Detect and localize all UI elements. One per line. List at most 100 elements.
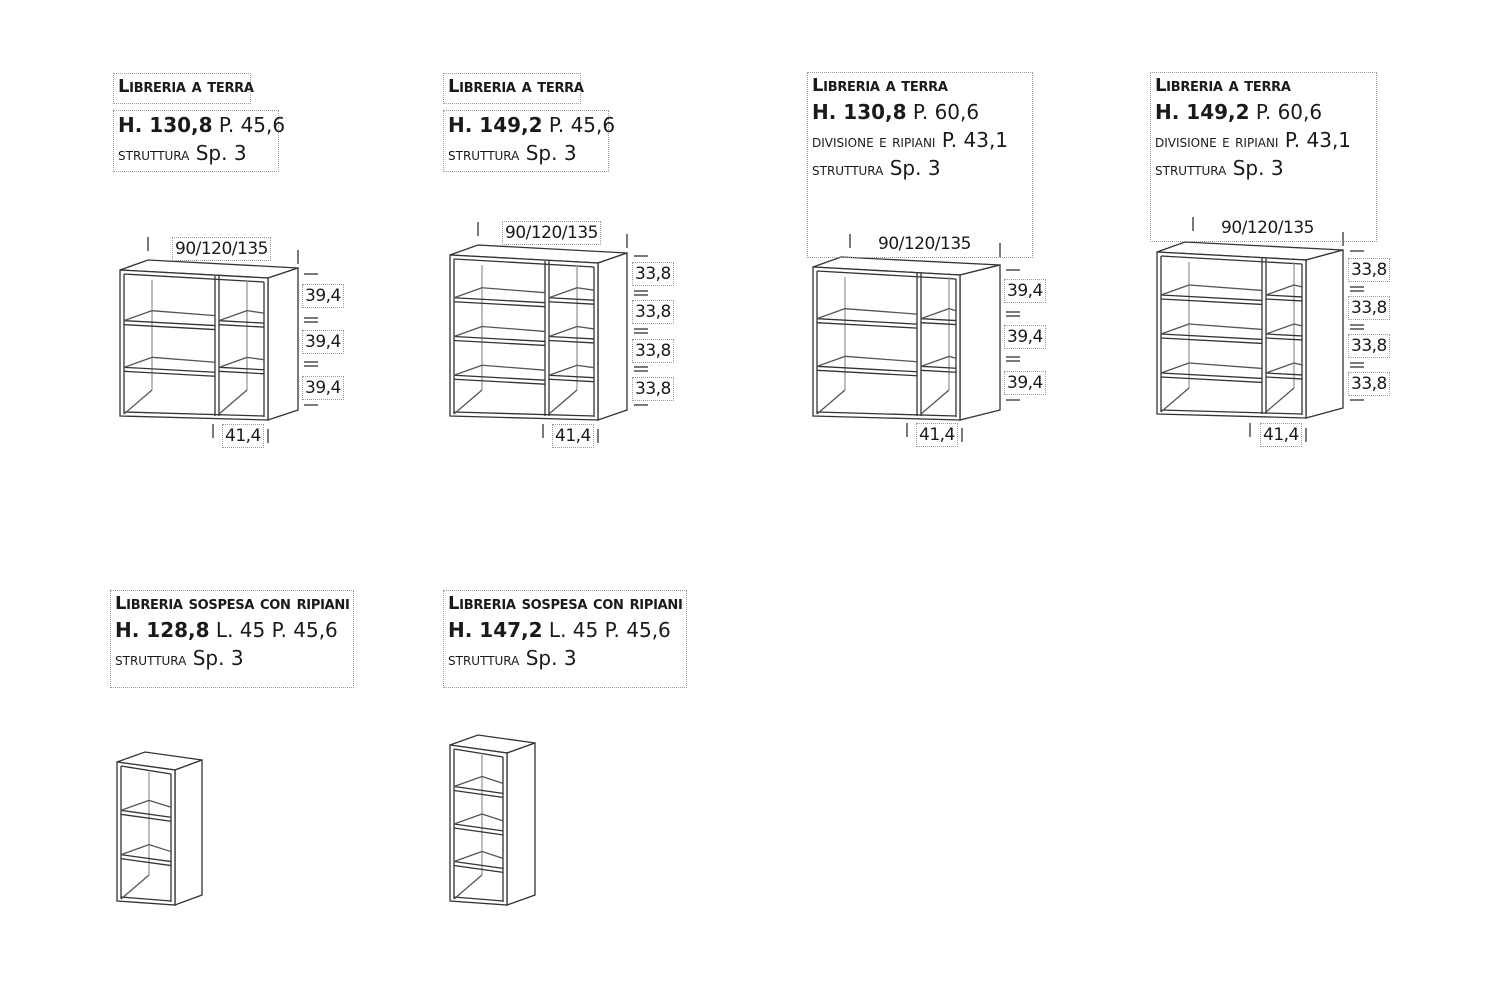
spec-label: struttura (448, 145, 520, 165)
shelf-front (120, 809, 172, 818)
shelf-back (1188, 323, 1263, 331)
product-title: Libreria a terra (448, 76, 584, 97)
product-5-spec-box: Libreria sospesa con ripiani H. 128,8 L.… (110, 590, 354, 688)
shelf-back (948, 308, 957, 312)
shelf-front (816, 365, 918, 373)
shelf-front (1265, 372, 1303, 376)
shelf-front (453, 339, 546, 347)
shelf-top (1160, 323, 1190, 335)
shelf-front (218, 320, 265, 324)
floor-edge (453, 874, 483, 900)
shelf-front (123, 324, 216, 331)
floor-edge (218, 389, 248, 415)
shelf-height: 39,4 (1004, 279, 1046, 303)
depth-dimension: 41,4 (1260, 423, 1302, 447)
shelf-back (246, 356, 265, 361)
height-spec: H. 147,2 (448, 618, 543, 642)
shelf-front (548, 297, 595, 301)
cabinet-front (116, 761, 176, 906)
cabinet-front (119, 269, 269, 421)
cabinet-inner-edge (453, 258, 595, 268)
shelf-front (123, 370, 216, 377)
shelf-front (453, 823, 504, 832)
shelf-top (816, 355, 846, 367)
shelf-front (920, 365, 957, 369)
shelf-back (576, 364, 595, 369)
shelf-top (453, 364, 483, 376)
shelf-top (920, 308, 950, 320)
spec-value: Sp. 3 (192, 646, 244, 670)
shelf-front (920, 322, 957, 326)
floor-edge (1160, 387, 1190, 413)
spec-value: Sp. 3 (195, 141, 247, 165)
product-title: Libreria sospesa con ripiani (115, 593, 350, 614)
shelf-front (453, 864, 504, 874)
shelf-front (548, 374, 595, 379)
cabinet-front (449, 744, 508, 906)
shelf-height: 39,4 (302, 284, 344, 308)
height-spec: H. 130,8 (118, 113, 213, 137)
spec-value: Sp. 3 (889, 156, 941, 180)
size-spec: L. 45 P. 45,6 (215, 618, 338, 642)
floor-edge (816, 389, 846, 415)
shelf-height: 33,8 (1348, 258, 1390, 282)
cabinet-inner-edge (453, 896, 504, 902)
product-title: Libreria a terra (1155, 75, 1291, 96)
cabinet-inner-edge (816, 411, 957, 417)
shelf-top (120, 844, 150, 856)
shelf-height: 33,8 (632, 300, 674, 324)
spec-label: struttura (812, 160, 884, 180)
shelf-back (844, 308, 918, 315)
spec-label: struttura (115, 650, 187, 670)
shelf-back (1188, 362, 1263, 370)
shelf-top (920, 355, 950, 367)
product-title: Libreria sospesa con ripiani (448, 593, 683, 614)
shelf-top (123, 310, 153, 322)
height-spec: H. 130,8 (812, 100, 907, 124)
shelf-front (218, 370, 265, 375)
shelf-top (816, 308, 846, 320)
height-spec: H. 149,2 (448, 113, 543, 137)
shelf-back (151, 310, 216, 317)
cabinet-side (597, 252, 628, 421)
shelf-front (453, 301, 546, 308)
shelf-back (576, 287, 595, 291)
floor-edge (120, 874, 150, 900)
product-2-spec-box: H. 149,2 P. 45,6 struttura Sp. 3 (443, 110, 615, 172)
shelf-front (453, 860, 504, 870)
shelf-top (453, 775, 483, 788)
shelf-front (1265, 298, 1303, 302)
shelf-height: 39,4 (302, 376, 344, 400)
cabinet-side (174, 759, 203, 906)
spec-label: struttura (1155, 160, 1227, 180)
shelf-back (948, 355, 957, 359)
shelf-front (1265, 337, 1303, 341)
shelf-back (1293, 323, 1303, 327)
shelf-back (1188, 284, 1263, 292)
shelf-front (1265, 294, 1303, 298)
cabinet-inner-edge (453, 411, 595, 417)
shelf-front (123, 320, 216, 327)
shelf-front (453, 335, 546, 343)
floor-edge (548, 389, 578, 415)
size-spec: L. 45 P. 45,6 (548, 618, 671, 642)
shelf-back (148, 844, 172, 853)
shelf-top (453, 287, 483, 299)
shelf-back (481, 364, 546, 371)
cabinet-side (1305, 249, 1344, 419)
shelf-back (481, 813, 504, 822)
product-6-spec-box: Libreria sospesa con ripiani H. 147,2 L.… (443, 590, 687, 688)
shelf-front (1160, 376, 1263, 384)
shelf-front (453, 827, 504, 836)
floor-edge (123, 389, 153, 415)
shelf-height: 33,8 (632, 339, 674, 363)
product-1-title-box: Libreria a terra (113, 73, 254, 104)
shelf-top (548, 287, 578, 299)
shelf-front (548, 378, 595, 383)
shelf-top (1265, 323, 1295, 335)
floor-edge (920, 389, 950, 415)
shelf-front (453, 297, 546, 304)
product-title: Libreria a terra (118, 76, 254, 97)
width-dimension: 90/120/135 (1221, 218, 1314, 238)
